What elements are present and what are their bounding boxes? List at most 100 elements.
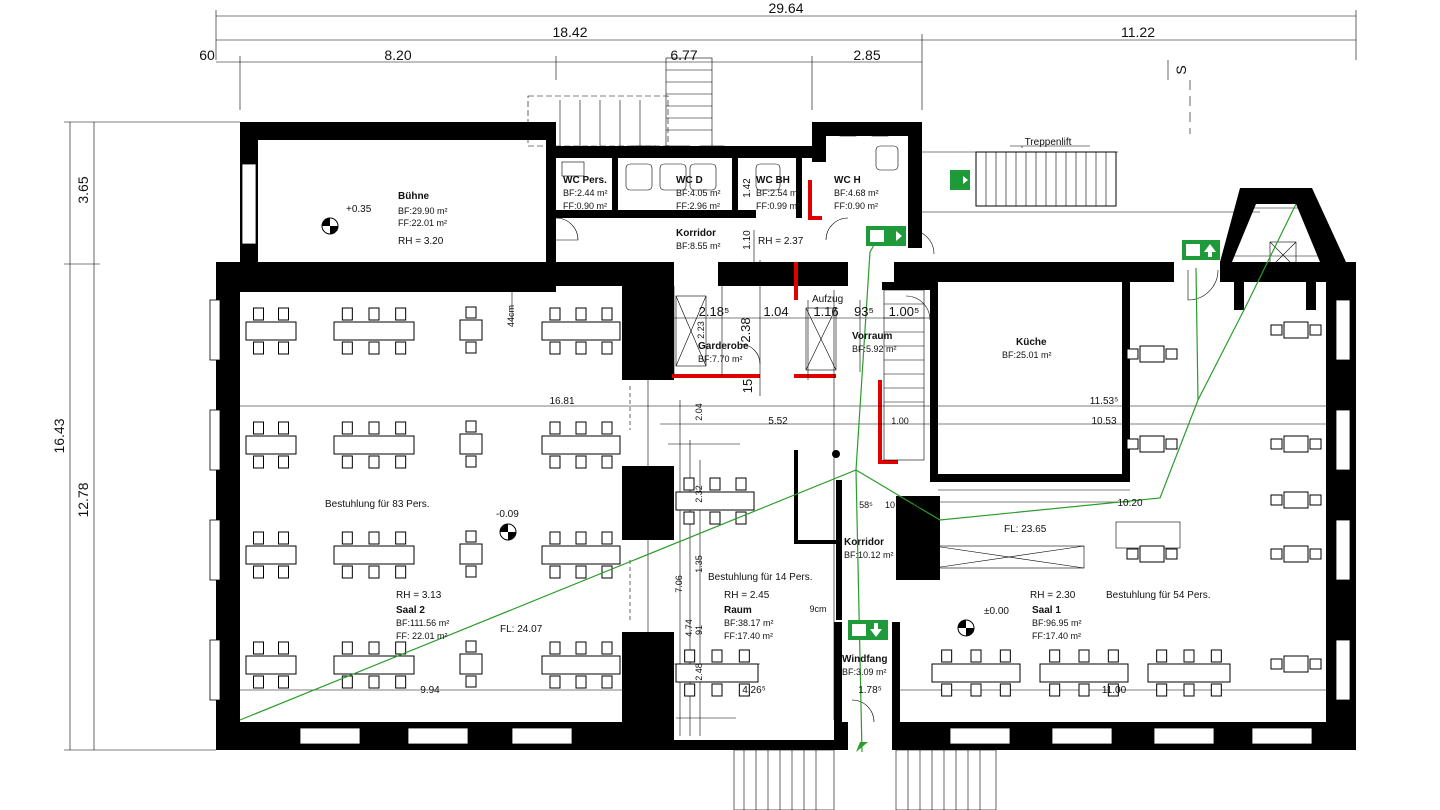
chair <box>278 341 289 355</box>
saal1-bf: BF:96.95 m² <box>1032 618 1082 628</box>
chair <box>1210 649 1222 663</box>
dim-1-00a: 1.00⁵ <box>889 304 920 319</box>
chair <box>549 341 561 355</box>
chair <box>395 341 407 355</box>
chair <box>1183 683 1195 697</box>
chair <box>738 683 750 697</box>
dim-4-74: 4.74 <box>684 619 694 637</box>
dim-1-78: 1.78⁵ <box>858 685 882 696</box>
korridor-mid-name: Korridor <box>844 537 884 548</box>
dim-upper-right: 11.22 <box>1121 24 1155 40</box>
windfang-name: Windfang <box>842 654 887 665</box>
korridor-mid-bf: BF:10.12 m² <box>844 550 894 560</box>
chair <box>341 565 353 579</box>
chair <box>395 641 407 655</box>
chair <box>549 675 561 689</box>
table <box>333 435 415 455</box>
buehne-level: +0.35 <box>346 204 372 215</box>
chair <box>575 641 587 655</box>
interior-stair-icon <box>883 289 939 577</box>
chair <box>278 307 289 321</box>
buehne-ff: FF:22.01 m² <box>398 218 447 228</box>
chair <box>341 341 353 355</box>
chair <box>549 531 561 545</box>
wc-h-name: WC H <box>834 175 861 186</box>
chair <box>368 641 380 655</box>
table <box>1139 545 1165 563</box>
chair <box>970 649 982 663</box>
korridor-top-name: Korridor <box>676 228 716 239</box>
chair <box>549 455 561 469</box>
dim-2-04: 2.04 <box>694 403 704 421</box>
saal1-name: Saal 1 <box>1032 605 1061 616</box>
dim-height-total: 16.43 <box>51 418 67 453</box>
table <box>245 435 297 455</box>
chair <box>341 641 353 655</box>
wc-bh-bf: BF:2.54 m² <box>756 188 801 198</box>
table <box>245 655 297 675</box>
chair <box>341 307 353 321</box>
table <box>675 491 755 511</box>
chair <box>684 649 696 663</box>
korridor-top-bf: BF:8.55 m² <box>676 241 721 251</box>
kueche-name: Küche <box>1016 337 1047 348</box>
dim-1-35: 1.35 <box>694 555 704 573</box>
chair <box>278 421 289 435</box>
chair <box>368 565 380 579</box>
table <box>541 321 621 341</box>
chair <box>341 531 353 545</box>
north-label: S <box>1173 65 1189 74</box>
chair <box>1309 324 1322 336</box>
saal1-level: ±0.00 <box>984 606 1009 617</box>
dim-91: 91 <box>694 625 704 635</box>
chair <box>1183 649 1195 663</box>
chair <box>465 420 477 433</box>
room-labels: +0.35 Bühne BF:29.90 m² FF:22.01 m² RH =… <box>325 175 1211 677</box>
chair <box>738 649 750 663</box>
chair <box>549 421 561 435</box>
chair <box>465 306 477 319</box>
chair <box>1049 649 1061 663</box>
chair <box>1210 683 1222 697</box>
chair <box>1156 649 1168 663</box>
kueche-bf: BF:25.01 m² <box>1002 350 1052 360</box>
chair <box>465 565 477 578</box>
chair <box>465 640 477 653</box>
table <box>541 435 621 455</box>
chair <box>1078 683 1090 697</box>
wc-bh-name: WC BH <box>756 175 790 186</box>
chair <box>601 641 613 655</box>
chair <box>395 455 407 469</box>
chair <box>999 649 1011 663</box>
table <box>541 655 621 675</box>
dim-11-00: 11.00 <box>1102 685 1127 696</box>
chair <box>999 683 1011 697</box>
chair <box>341 421 353 435</box>
chair <box>549 307 561 321</box>
vorraum-bf: BF:5.92 m² <box>852 344 897 354</box>
buehne-name: Bühne <box>398 191 430 202</box>
table <box>541 545 621 565</box>
buehne-rh: RH = 3.20 <box>398 236 444 247</box>
dim-7-06: 7.06 <box>674 575 684 593</box>
dim-2-32: 2.32 <box>694 485 704 503</box>
dim-16-81: 16.81 <box>549 396 574 407</box>
dim-9-94: 9.94 <box>420 685 440 696</box>
chair <box>253 421 264 435</box>
raum-name: Raum <box>724 605 752 616</box>
dim-height-top: 3.65 <box>75 176 91 203</box>
dim-10-20: 10.20 <box>1117 498 1142 509</box>
dim-8-20: 8.20 <box>384 47 411 63</box>
chair <box>575 531 587 545</box>
chair <box>253 565 264 579</box>
wc-h-bf: BF:4.68 m² <box>834 188 879 198</box>
chair <box>941 649 953 663</box>
treppenlift-label: Treppenlift <box>1025 137 1072 148</box>
wc-pers-ff: FF:0.90 m² <box>563 201 607 211</box>
dim-2-48: 2.48 <box>694 663 704 681</box>
korridor-top-rh: RH = 2.37 <box>758 236 804 247</box>
saal2-fl: FL: 24.07 <box>500 624 543 635</box>
dim-upper-left: 18.42 <box>552 24 587 40</box>
table <box>1139 345 1165 363</box>
furniture <box>245 306 1322 697</box>
